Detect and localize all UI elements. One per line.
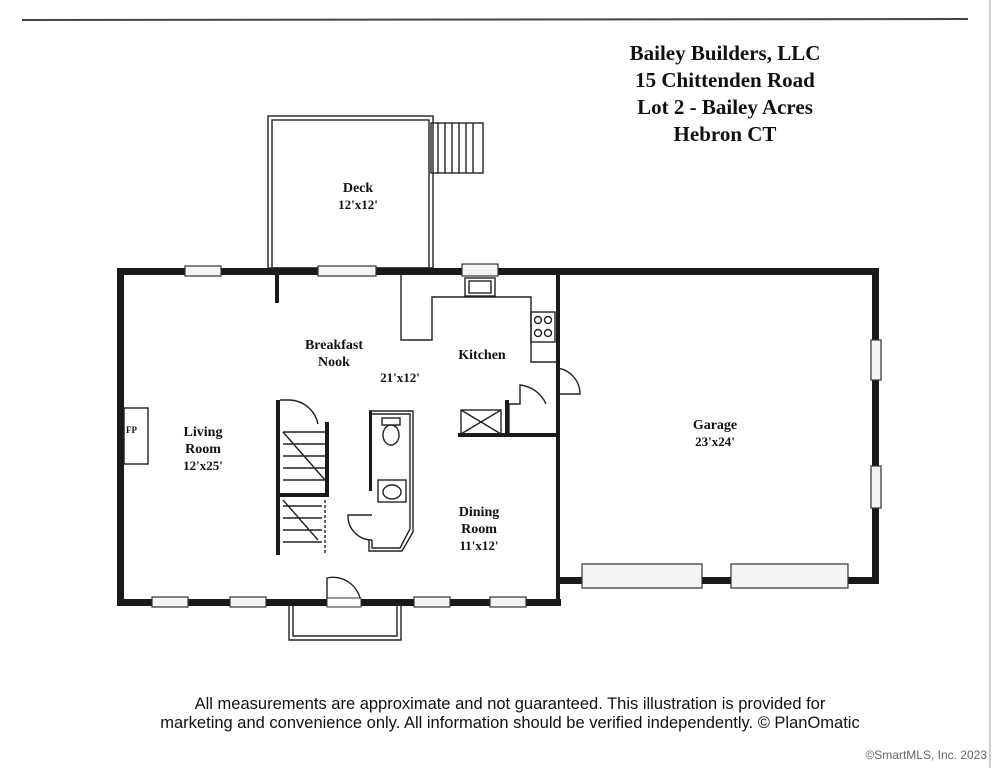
disclaimer: All measurements are approximate and not… [120, 695, 900, 733]
deck [267, 115, 484, 269]
living-room-name-line2: Room [185, 442, 221, 457]
deck-size: 12'x12' [338, 197, 378, 212]
disclaimer-line-2: marketing and convenience only. All info… [160, 714, 860, 732]
fireplace-label: FP [126, 425, 137, 435]
front-entry [288, 576, 402, 641]
fireplace: FP [123, 407, 149, 465]
top-rule [21, 18, 969, 21]
deck-stairs [430, 122, 484, 174]
breakfast-nook-size: 21'x12' [380, 370, 420, 385]
breakfast-nook-name-line1: Breakfast [305, 338, 363, 353]
toilet [381, 417, 401, 446]
builder-name: Bailey Builders, LLC [629, 41, 821, 65]
dining-room-name-line1: Dining [459, 505, 499, 520]
lot-description: Lot 2 - Bailey Acres [637, 95, 813, 119]
garage-name: Garage [693, 418, 737, 433]
half-bath [347, 410, 414, 552]
staircase [276, 399, 329, 555]
copyright-notice: ©SmartMLS, Inc. 2023 [865, 748, 987, 762]
disclaimer-line-1: All measurements are approximate and not… [194, 695, 826, 713]
garage-label: Garage 23'x24' [693, 418, 737, 449]
living-room-name-line1: Living [184, 425, 223, 440]
breakfast-nook-label: Breakfast Nook 21'x12' [305, 338, 420, 385]
living-room-size: 12'x25' [183, 458, 223, 473]
kitchen-counters [400, 275, 556, 363]
dining-room-label: Dining Room 11'x12' [459, 505, 499, 553]
windows [151, 263, 882, 608]
interior-walls [275, 275, 581, 437]
garage-size: 23'x24' [695, 434, 735, 449]
town-state: Hebron CT [673, 122, 777, 146]
deck-label: Deck 12'x12' [338, 181, 378, 212]
sink [377, 479, 407, 503]
living-room-label: Living Room 12'x25' [183, 425, 223, 473]
property-header: Bailey Builders, LLC 15 Chittenden Road … [605, 40, 845, 148]
stove [530, 311, 556, 343]
breakfast-nook-name-line2: Nook [318, 355, 350, 370]
kitchen-name: Kitchen [458, 348, 506, 363]
dining-room-size: 11'x12' [459, 538, 498, 553]
deck-name: Deck [343, 181, 374, 196]
street-address: 15 Chittenden Road [635, 68, 815, 92]
dining-room-name-line2: Room [461, 522, 497, 537]
